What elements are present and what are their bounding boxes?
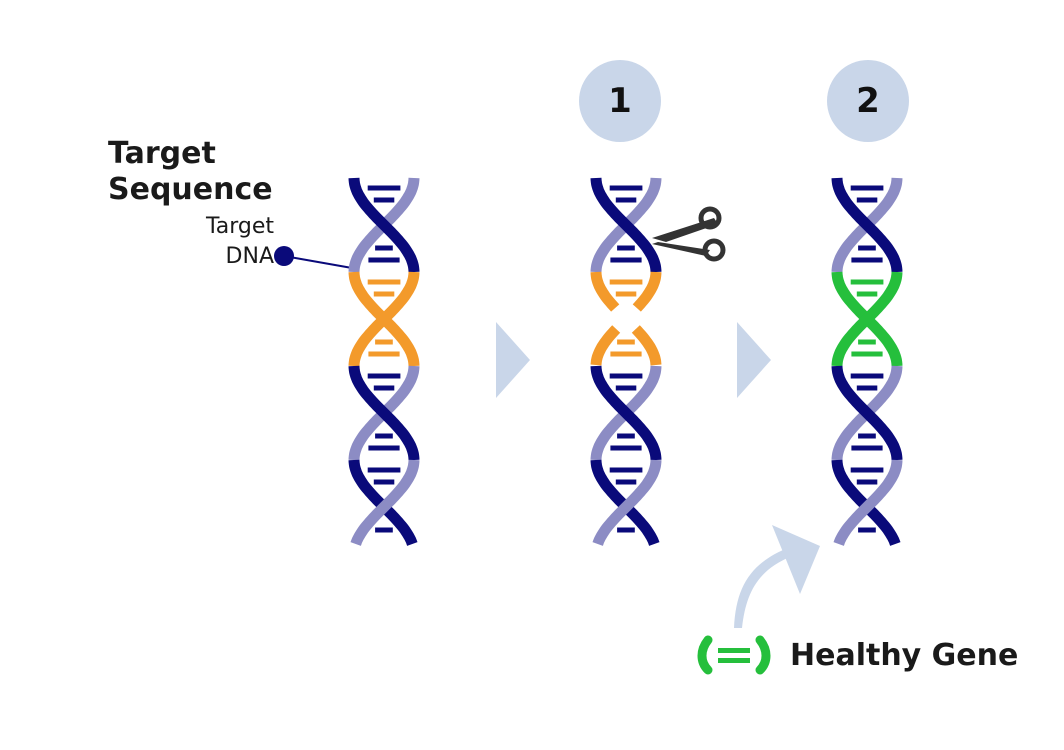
dna-helix-cut — [590, 177, 662, 546]
base-pair-rung — [367, 467, 401, 473]
base-pair-rung — [617, 527, 635, 533]
insert-arrow-icon — [734, 525, 820, 628]
base-pair-rung — [373, 291, 395, 297]
base-pair-rung — [615, 385, 637, 391]
dna-strand — [831, 177, 903, 273]
dna-strand — [590, 459, 660, 546]
base-pair-rung — [856, 197, 878, 203]
dna-strand — [348, 365, 420, 461]
base-pair-rung — [609, 373, 643, 379]
target-dna-label-line-2: DNA — [225, 244, 274, 269]
base-pair-rung — [858, 245, 876, 251]
dna-strand — [831, 459, 901, 546]
scissors-icon — [652, 206, 726, 262]
base-pair-rung — [610, 445, 642, 451]
dna-strand — [590, 325, 621, 366]
base-pair-rung — [851, 351, 883, 357]
dna-strand — [350, 459, 420, 546]
title-line-1: Target — [108, 136, 216, 171]
base-pair-rung — [375, 245, 393, 251]
dna-strand — [348, 459, 418, 546]
base-pair-rung — [615, 479, 637, 485]
base-pair-rung — [368, 257, 400, 263]
dna-strand — [831, 365, 903, 461]
base-pair-rung — [609, 279, 643, 285]
base-pair-rung — [375, 433, 393, 439]
dna-strand — [348, 177, 420, 273]
base-pair-rung — [610, 351, 642, 357]
dna-strand — [348, 271, 420, 367]
base-pair-rung — [856, 291, 878, 297]
base-pair-rung — [610, 257, 642, 263]
step-badge-1: 1 — [579, 60, 661, 142]
base-pair-rung — [858, 433, 876, 439]
step-arrow-icon — [496, 322, 530, 398]
base-pair-rung — [851, 445, 883, 451]
base-pair-rung — [850, 185, 884, 191]
base-pair-rung — [615, 291, 637, 297]
base-pair-rung — [373, 197, 395, 203]
base-pair-rung — [368, 445, 400, 451]
step-badge-2: 2 — [827, 60, 909, 142]
base-pair-rung — [858, 527, 876, 533]
base-pair-rung — [617, 339, 635, 345]
dna-strand — [833, 459, 903, 546]
target-dna-label-line-1: Target — [205, 214, 274, 239]
dna-strand — [631, 325, 662, 366]
target-dna-label: Target DNA — [170, 212, 274, 272]
base-pair-rung — [617, 433, 635, 439]
base-pair-rung — [375, 339, 393, 345]
dna-helix-repaired — [831, 177, 903, 546]
title: Target Sequence — [108, 136, 273, 208]
base-pair-rung — [858, 339, 876, 345]
base-pair-rung — [850, 467, 884, 473]
base-pair-rung — [856, 385, 878, 391]
base-pair-rung — [373, 385, 395, 391]
dna-strand — [590, 365, 662, 461]
base-pair-rung — [368, 351, 400, 357]
base-pair-rung — [850, 373, 884, 379]
base-pair-rung — [373, 479, 395, 485]
dna-helix-original — [348, 177, 420, 546]
title-line-2: Sequence — [108, 172, 273, 207]
healthy-gene-icon — [697, 635, 771, 675]
base-pair-rung — [367, 185, 401, 191]
target-pointer-dot — [274, 246, 294, 266]
target-pointer-line — [283, 255, 353, 269]
base-pair-rung — [375, 527, 393, 533]
base-pair-rung — [609, 185, 643, 191]
dna-strand — [590, 271, 620, 312]
dna-strand — [592, 459, 662, 546]
dna-strand — [632, 271, 662, 312]
base-pair-rung — [367, 373, 401, 379]
base-pair-rung — [851, 257, 883, 263]
base-pair-rung — [856, 479, 878, 485]
dna-strand — [831, 271, 903, 367]
base-pair-rung — [615, 197, 637, 203]
base-pair-rung — [617, 245, 635, 251]
healthy-gene-label: Healthy Gene — [790, 638, 1019, 673]
base-pair-rung — [367, 279, 401, 285]
base-pair-rung — [609, 467, 643, 473]
step-arrow-icon — [737, 322, 771, 398]
dna-strand — [590, 177, 662, 273]
base-pair-rung — [850, 279, 884, 285]
